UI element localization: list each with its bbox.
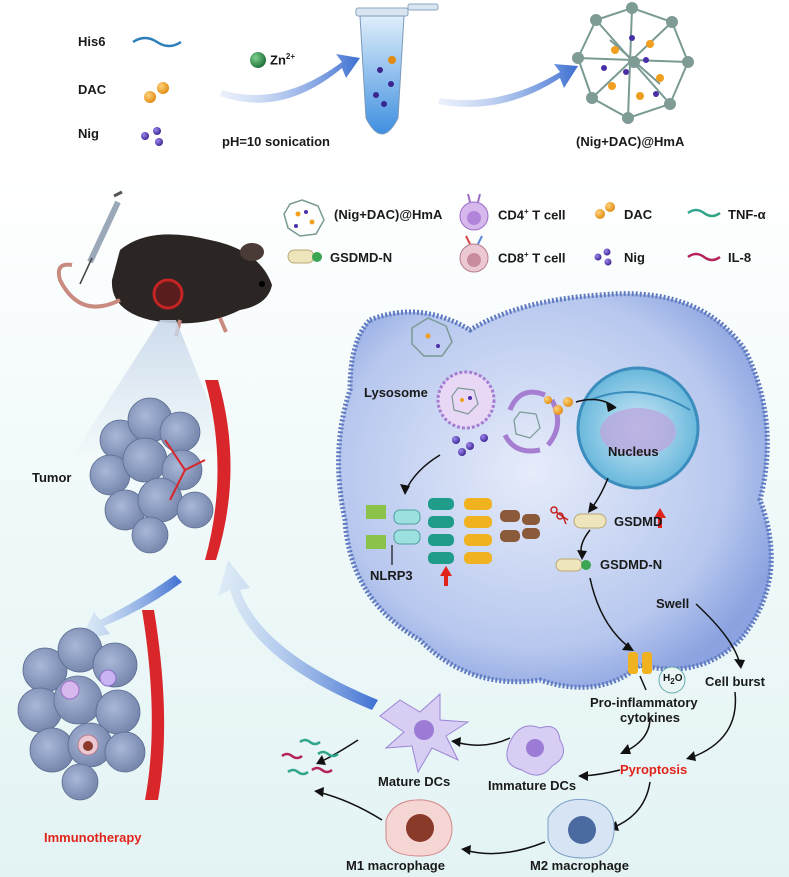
cytokine-cluster	[281, 738, 339, 776]
nig-label: Nig	[78, 126, 99, 141]
entering-nanoparticle-icon	[411, 317, 453, 357]
legend-dac-label: DAC	[624, 207, 653, 222]
blood-vessel	[205, 380, 231, 560]
legend-nig-icon	[594, 248, 612, 266]
immature-dc-illustration	[506, 725, 565, 776]
nlrp3-label: NLRP3	[370, 568, 413, 583]
ruptured-lysosome-illustration	[502, 389, 561, 454]
m2-macrophage-label: M2 macrophage	[530, 858, 629, 873]
legend-il8-icon	[687, 252, 721, 262]
nig-molecule-icon	[141, 132, 149, 140]
pyroptosis-label: Pyroptosis	[620, 762, 688, 777]
m1-macrophage-label: M1 macrophage	[346, 858, 445, 873]
legend-dac-icon	[595, 209, 605, 219]
dac-molecule-icon	[144, 91, 156, 103]
gsdmd-protein-icon	[573, 513, 607, 529]
released-dac-molecules	[544, 396, 573, 415]
nucleus-label: Nucleus	[608, 444, 659, 459]
synthesis-condition-label: pH=10 sonication	[222, 134, 330, 149]
water-molecule-icon	[658, 666, 686, 694]
his6-strand-icon	[132, 36, 182, 48]
product-label: (Nig+DAC)@HmA	[576, 134, 685, 149]
tumor-illustration	[89, 397, 214, 554]
his6-label: His6	[78, 34, 106, 49]
proinflammatory-label-line1: Pro-inflammatory	[590, 695, 698, 710]
legend-gsdmd-n-label: GSDMD-N	[330, 250, 393, 265]
m2-macrophage-illustration	[547, 798, 615, 859]
water-label: H2O	[663, 673, 683, 686]
legend-tnf-label: TNF-α	[728, 207, 766, 222]
legend-nanoparticle-label: (Nig+DAC)@HmA	[334, 207, 443, 222]
legend-tnf-icon	[687, 208, 721, 218]
nanoparticle-product-icon	[572, 2, 694, 124]
tumor-site-marker	[152, 278, 184, 310]
gsdmd-n-protein-icon	[555, 558, 591, 572]
blood-vessel-lower	[142, 610, 165, 800]
legend-il8-label: IL-8	[728, 250, 752, 265]
legend-nanoparticle-icon	[283, 199, 325, 237]
gsdmd-upregulated-arrow	[654, 508, 666, 528]
immunotherapy-label: Immunotherapy	[44, 830, 142, 845]
legend-gsdmd-n-icon	[287, 249, 322, 264]
mature-dc-illustration	[379, 692, 470, 774]
immature-dcs-label: Immature DCs	[488, 778, 577, 793]
mature-dcs-label: Mature DCs	[378, 774, 451, 789]
legend-nig-label: Nig	[624, 250, 645, 265]
membrane-pore-icon	[628, 652, 652, 674]
swell-label: Swell	[656, 596, 690, 611]
caspase-dimer-icon	[522, 514, 540, 539]
tumor-label: Tumor	[32, 470, 72, 485]
lysosome-illustration	[436, 370, 496, 430]
immune-return-arrow	[218, 560, 378, 710]
legend-cd8-label: CD8+ T cell	[498, 250, 566, 266]
gsdmd-n-label: GSDMD-N	[600, 557, 663, 572]
sonication-tube-icon	[355, 3, 439, 135]
lysosome-label: Lysosome	[364, 385, 428, 400]
scissors-icon	[550, 506, 569, 525]
cell-burst-label: Cell burst	[705, 674, 765, 689]
dac-label: DAC	[78, 82, 107, 97]
legend-cd4-label: CD4+ T cell	[498, 207, 566, 223]
zn-ion-icon	[250, 52, 266, 68]
proinflammatory-label-line2: cytokines	[620, 710, 680, 725]
syringe-icon	[79, 190, 123, 285]
nlrp3-inflammasome-illustration	[366, 498, 520, 565]
nlrp3-upregulated-arrow	[440, 566, 452, 586]
synthesis-arrow-2	[438, 64, 578, 107]
legend-cd8-tcell-icon	[459, 235, 489, 273]
tumor-to-immunotherapy-arrow	[80, 575, 182, 640]
released-nig-molecules	[452, 434, 488, 456]
m1-macrophage-illustration	[385, 799, 453, 857]
treated-tumor-illustration	[17, 627, 146, 801]
gsdmd-label: GSDMD	[614, 514, 663, 529]
infiltrating-tcells	[60, 669, 117, 756]
nucleus-illustration	[576, 366, 700, 490]
synthesis-arrow-1	[220, 54, 360, 103]
zn-label: Zn2+	[270, 52, 296, 68]
legend-cd4-tcell-icon	[459, 193, 489, 231]
